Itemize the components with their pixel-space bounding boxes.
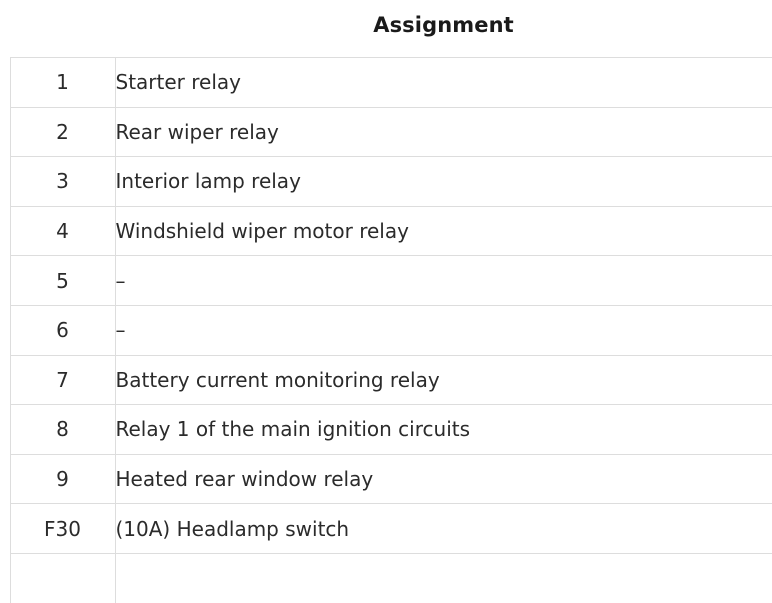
row-left-margin: [0, 107, 10, 157]
cell-assignment: [115, 553, 772, 603]
cell-fuse-id: 3: [10, 157, 115, 207]
cell-assignment: Rear wiper relay: [115, 107, 772, 157]
cell-fuse-id: 4: [10, 206, 115, 256]
cell-fuse-id: 2: [10, 107, 115, 157]
row-left-margin: [0, 504, 10, 554]
row-left-margin: [0, 256, 10, 306]
cell-assignment: Starter relay: [115, 58, 772, 108]
row-left-margin: [0, 405, 10, 455]
row-left-margin: [0, 355, 10, 405]
cell-fuse-id: 8: [10, 405, 115, 455]
cell-assignment: Windshield wiper motor relay: [115, 206, 772, 256]
row-left-margin: [0, 305, 10, 355]
cell-fuse-id: F30: [10, 504, 115, 554]
table-header-row: Assignment: [0, 0, 772, 57]
cell-assignment: (10A) Headlamp switch: [115, 504, 772, 554]
cell-assignment: Interior lamp relay: [115, 157, 772, 207]
table-row: F30(10A) Headlamp switch: [0, 504, 772, 554]
cell-assignment: Battery current monitoring relay: [115, 355, 772, 405]
cell-assignment: –: [115, 256, 772, 306]
row-left-margin: [0, 553, 10, 603]
column-header-assignment: Assignment: [115, 0, 772, 57]
table-row: 5–: [0, 256, 772, 306]
cell-fuse-id: 1: [10, 58, 115, 108]
cell-assignment: Relay 1 of the main ignition circuits: [115, 405, 772, 455]
cell-fuse-id: 6: [10, 305, 115, 355]
cell-fuse-id: 9: [10, 454, 115, 504]
cell-fuse-id: 5: [10, 256, 115, 306]
row-left-margin: [0, 58, 10, 108]
table-row: [0, 553, 772, 603]
row-left-margin: [0, 157, 10, 207]
row-left-margin: [0, 206, 10, 256]
cell-fuse-id: 7: [10, 355, 115, 405]
table-row: 6–: [0, 305, 772, 355]
cell-fuse-id: [10, 553, 115, 603]
cell-assignment: –: [115, 305, 772, 355]
cell-assignment: Heated rear window relay: [115, 454, 772, 504]
row-left-margin: [0, 454, 10, 504]
table-header-id-spacer: [0, 0, 115, 57]
